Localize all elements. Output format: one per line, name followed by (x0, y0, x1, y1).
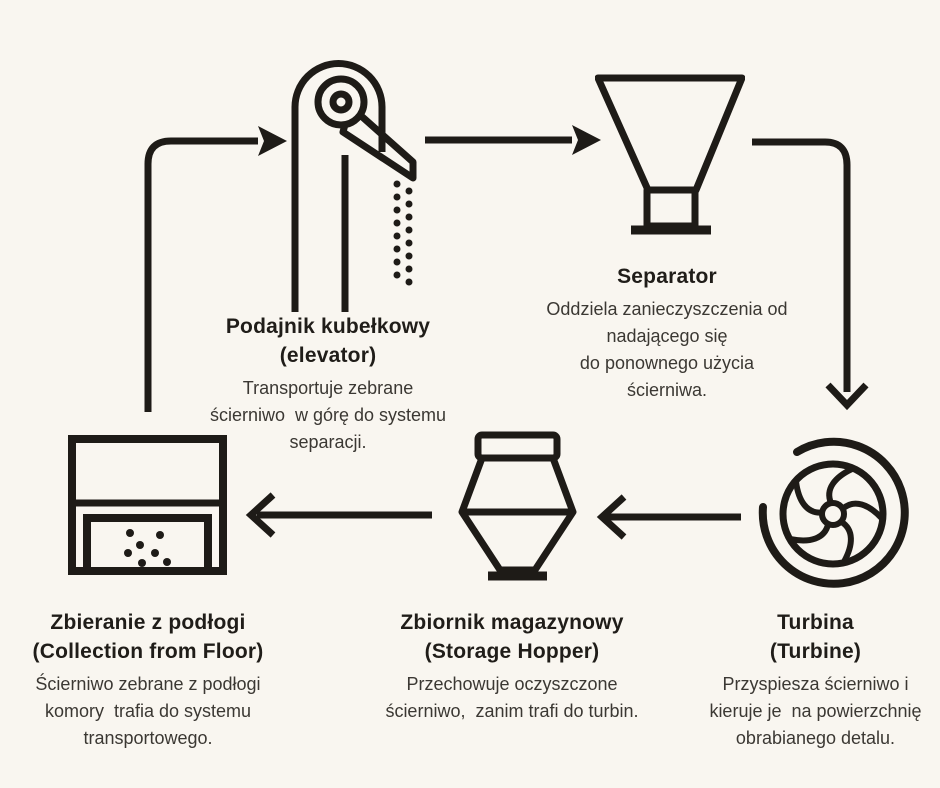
node-hopper-title: Zbiornik magazynowy (400, 611, 624, 634)
storage-hopper-icon (458, 431, 577, 581)
node-separator-desc: Oddziela zanieczyszczenia od nadającego … (546, 299, 788, 400)
arrow-hopper-to-collection (245, 492, 432, 538)
falling-abrasive-dots (393, 180, 413, 286)
collection-box-icon (68, 435, 227, 575)
node-separator-title: Separator (617, 265, 717, 288)
node-collection-desc: Ścierniwo zebrane z podłogi komory trafi… (35, 674, 261, 748)
arrow-collection-to-elevator (144, 126, 287, 412)
bucket-elevator-icon (291, 60, 417, 312)
node-elevator-subtitle: (elevator) (279, 344, 377, 367)
node-elevator-desc: Transportuje zebrane ścierniwo w górę do… (209, 378, 447, 452)
turbine-wheel-icon (758, 437, 909, 588)
turbine-blades (788, 466, 885, 565)
node-turbine-title: Turbina (777, 611, 854, 634)
abrasive-dots (124, 529, 171, 567)
node-elevator-title: Podajnik kubełkowy (225, 315, 431, 338)
separator-funnel-icon (595, 74, 745, 235)
node-separator: Separator Oddziela zanieczyszczenia od n… (517, 262, 817, 404)
node-collection-title: Zbieranie z podłogi (50, 611, 246, 634)
arrow-turbine-to-hopper (596, 494, 741, 540)
node-turbine-subtitle: (Turbine) (769, 640, 862, 663)
node-collection-subtitle: (Collection from Floor) (32, 640, 264, 663)
node-hopper: Zbiornik magazynowy (Storage Hopper) Prz… (362, 608, 662, 725)
node-turbine-desc: Przyspiesza ścierniwo i kieruje je na po… (709, 674, 922, 748)
node-hopper-subtitle: (Storage Hopper) (424, 640, 600, 663)
node-hopper-desc: Przechowuje oczyszczone ścierniwo, zanim… (385, 674, 639, 721)
node-collection: Zbieranie z podłogi (Collection from Flo… (12, 608, 284, 752)
arrow-elevator-to-separator (425, 125, 601, 155)
node-turbine: Turbina (Turbine) Przyspiesza ścierniwo … (668, 608, 940, 752)
node-elevator: Podajnik kubełkowy (elevator) Transportu… (197, 312, 459, 456)
arrow-separator-to-turbine (752, 138, 869, 411)
